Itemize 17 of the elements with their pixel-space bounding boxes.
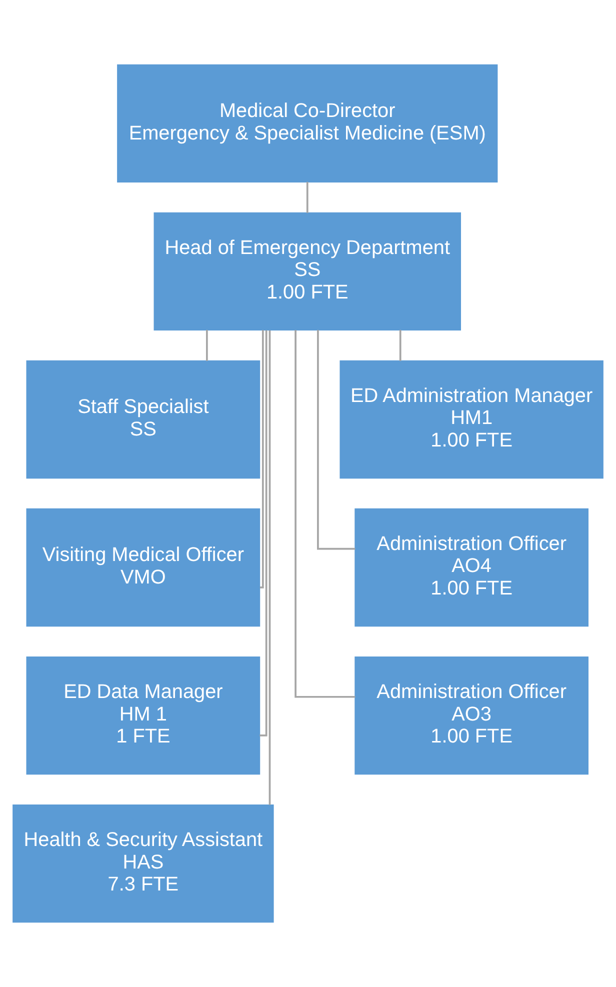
connector	[306, 182, 308, 213]
connector	[260, 330, 264, 588]
node-box: ED Data Manager HM 1 1 FTE	[26, 656, 260, 775]
connector	[317, 330, 356, 550]
node-box: Head of Emergency Department SS 1.00 FTE	[154, 212, 461, 331]
node-box: Staff Specialist SS	[26, 360, 260, 479]
node-box: Visiting Medical Officer VMO	[26, 508, 260, 627]
connector	[268, 330, 271, 805]
connector	[260, 330, 268, 736]
node-box: Medical Co-Director Emergency & Specialist Medicine (ESM)	[117, 64, 498, 183]
connector	[399, 330, 402, 361]
node-box: ED Administration Manager HM1 1.00 FTE	[340, 360, 604, 479]
node-box: Health & Security Assistant HAS 7.3 FTE	[12, 804, 274, 923]
node-box: Administration Officer AO3 1.00 FTE	[354, 656, 588, 775]
node-box: Administration Officer AO4 1.00 FTE	[354, 508, 588, 627]
connector	[206, 330, 208, 361]
connector	[294, 330, 356, 698]
